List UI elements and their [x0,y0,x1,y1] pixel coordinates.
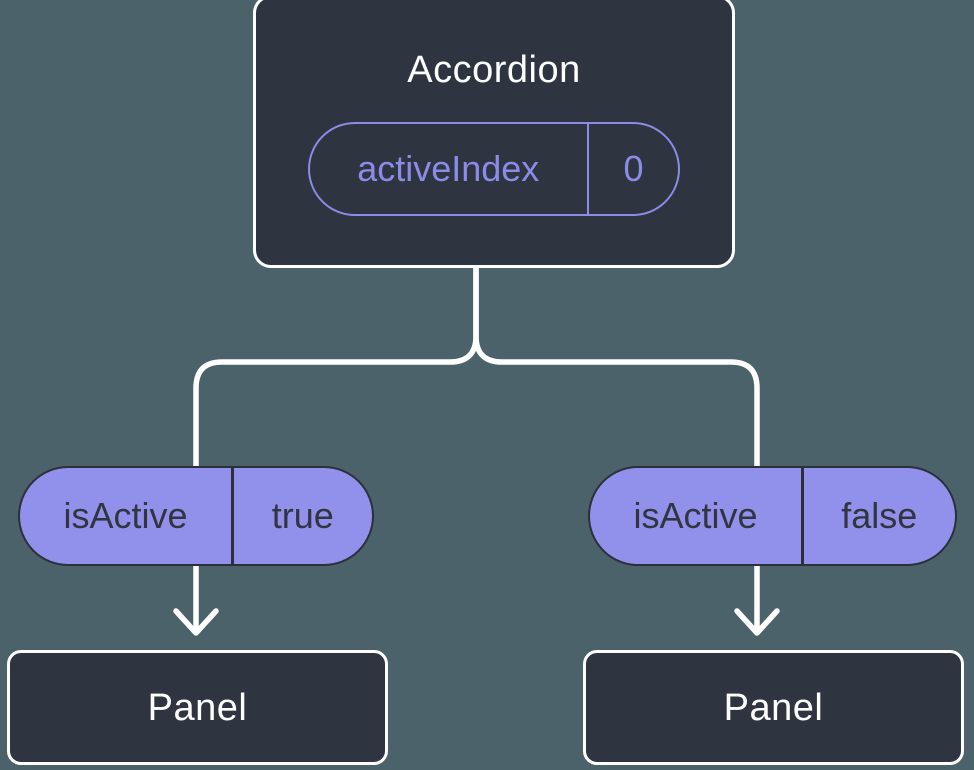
arrow-down-icon [173,608,219,636]
panel-node-title: Panel [147,686,248,729]
connector-left-branch [193,253,479,630]
prop-name: activeIndex [357,148,540,189]
connector-right-branch [473,253,760,630]
prop-name: isActive [63,495,188,536]
prop-value: true [271,495,334,536]
accordion-node-title: Accordion [407,49,581,91]
active-index-prop-pill: activeIndex 0 [308,122,680,216]
is-active-pill-right: isActive false [588,466,957,566]
prop-value: false [841,495,918,536]
accordion-node: Accordion activeIndex 0 [253,0,735,268]
arrow-down-icon [734,608,780,636]
panel-node-right: Panel [583,650,964,765]
pill-divider [586,124,589,214]
prop-value: 0 [623,148,644,189]
panel-node-left: Panel [7,650,388,765]
prop-name: isActive [633,495,758,536]
pill-divider [801,468,804,564]
is-active-pill-left: isActive true [18,466,374,566]
panel-node-title: Panel [723,686,824,729]
pill-divider [231,468,234,564]
